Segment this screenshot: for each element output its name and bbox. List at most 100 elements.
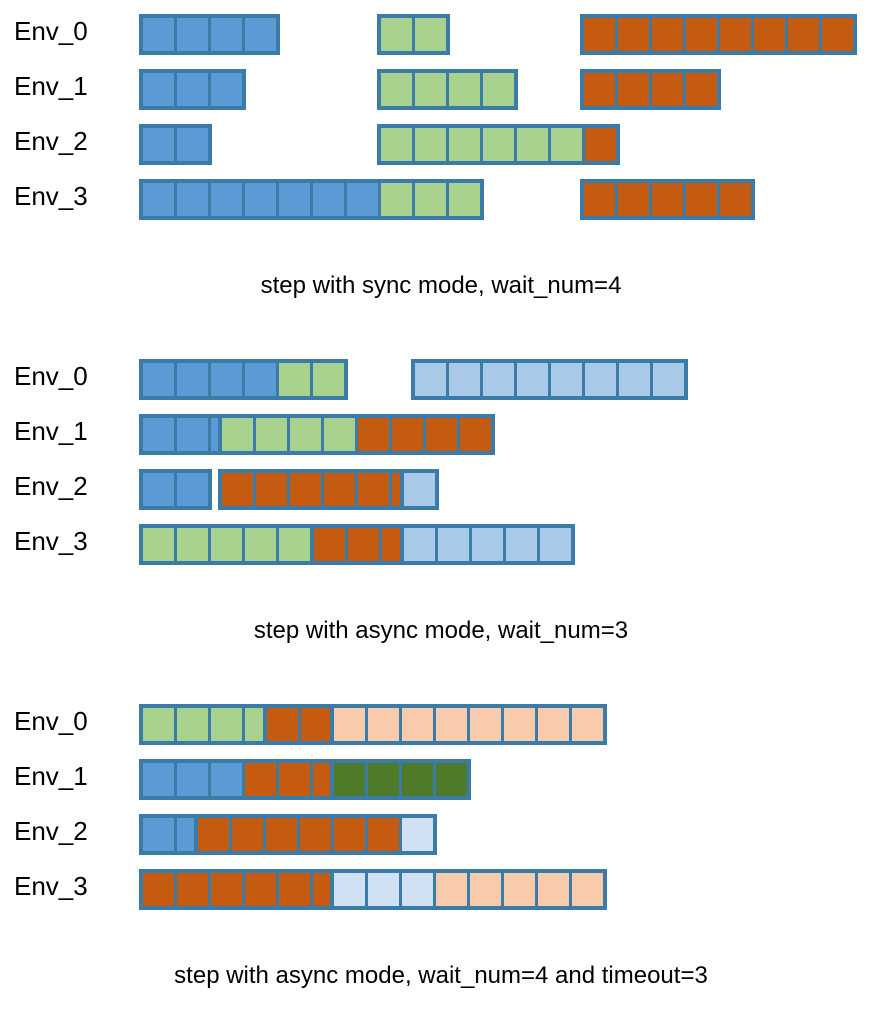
step-block-group xyxy=(194,814,437,855)
step-cell-orange xyxy=(279,763,310,796)
step-cell-blue xyxy=(143,73,174,106)
step-cell-blue xyxy=(211,18,242,51)
step-cell-orange xyxy=(652,73,683,106)
env-label: Env_1 xyxy=(14,71,88,101)
env-row: Env_3 xyxy=(0,863,882,910)
step-cell-dark-green xyxy=(368,763,399,796)
step-cell-orange xyxy=(822,18,853,51)
step-cell-orange xyxy=(211,873,242,906)
step-block-group xyxy=(377,124,620,165)
step-block-group xyxy=(139,469,212,510)
step-cell-green xyxy=(551,128,582,161)
step-cell-blue xyxy=(143,128,174,161)
env-row: Env_3 xyxy=(0,518,882,565)
step-cell-orange xyxy=(267,708,298,741)
step-cell-blue xyxy=(177,363,208,396)
step-cell-light-blue xyxy=(438,528,469,561)
step-cell-green xyxy=(313,363,344,396)
step-cell-blue xyxy=(245,18,276,51)
step-cell-orange xyxy=(245,873,276,906)
step-cell-green xyxy=(415,128,446,161)
step-cell-light-orange xyxy=(572,873,603,906)
env-row: Env_2 xyxy=(0,808,882,855)
step-cell-orange xyxy=(652,183,683,216)
step-cell-orange xyxy=(368,818,399,851)
step-cell-orange xyxy=(686,183,717,216)
step-cell-pale-blue xyxy=(368,873,399,906)
step-cell-orange xyxy=(143,873,174,906)
step-cell-blue xyxy=(347,183,378,216)
step-cell-dark-green xyxy=(436,763,467,796)
step-block-group xyxy=(139,704,280,745)
step-cell-green xyxy=(177,708,208,741)
step-block-group xyxy=(218,469,427,510)
step-cell-blue xyxy=(211,763,242,796)
step-cell-orange xyxy=(314,528,345,561)
step-cell-green xyxy=(415,18,446,51)
step-cell-blue xyxy=(143,418,174,451)
step-block-group xyxy=(400,524,575,565)
step-cell-light-orange xyxy=(504,708,535,741)
step-cell-light-orange xyxy=(572,708,603,741)
step-cell-light-blue xyxy=(540,528,571,561)
env-label: Env_2 xyxy=(14,816,88,846)
step-cell-green xyxy=(415,73,446,106)
env-label: Env_3 xyxy=(14,871,88,901)
step-cell-light-blue xyxy=(653,363,684,396)
step-cell-orange xyxy=(584,73,615,106)
step-block-group xyxy=(580,179,755,220)
step-block-group xyxy=(411,359,688,400)
step-cell-green xyxy=(290,418,321,451)
step-cell-orange xyxy=(618,73,649,106)
step-cell-orange xyxy=(618,18,649,51)
step-cell-orange xyxy=(266,818,297,851)
step-cell-blue xyxy=(143,183,174,216)
step-cell-orange xyxy=(245,763,276,796)
step-cell-light-orange xyxy=(402,708,433,741)
step-cell-orange xyxy=(301,708,332,741)
step-cell-orange xyxy=(256,473,287,506)
step-cell-pale-blue xyxy=(334,873,365,906)
step-block-group xyxy=(580,69,721,110)
step-block-group xyxy=(330,704,607,745)
step-cell-green xyxy=(449,183,480,216)
step-cell-green xyxy=(381,128,412,161)
step-block-group xyxy=(139,359,348,400)
step-cell-light-orange xyxy=(538,708,569,741)
env-label: Env_3 xyxy=(14,181,88,211)
step-cell-pale-blue xyxy=(402,818,433,851)
step-cell-light-orange xyxy=(470,873,501,906)
step-cell-green xyxy=(177,528,208,561)
step-cell-blue xyxy=(177,128,208,161)
step-cell-green xyxy=(449,73,480,106)
step-cell-orange xyxy=(686,18,717,51)
step-cell-light-orange xyxy=(368,708,399,741)
step-cell-green xyxy=(483,128,514,161)
env-label: Env_2 xyxy=(14,126,88,156)
step-cell-light-blue xyxy=(517,363,548,396)
step-cell-orange xyxy=(222,473,253,506)
step-cell-green xyxy=(324,418,355,451)
step-cell-green xyxy=(279,528,310,561)
step-cell-light-orange xyxy=(538,873,569,906)
step-cell-blue xyxy=(177,183,208,216)
step-block-group xyxy=(139,124,212,165)
step-cell-light-blue xyxy=(551,363,582,396)
step-cell-orange xyxy=(300,818,331,851)
env-row: Env_3 xyxy=(0,173,882,220)
env-label: Env_0 xyxy=(14,361,88,391)
step-cell-blue xyxy=(143,18,174,51)
step-cell-orange xyxy=(198,818,229,851)
step-cell-blue xyxy=(211,73,242,106)
step-cell-blue xyxy=(211,363,242,396)
step-cell-green xyxy=(245,528,276,561)
step-block-group xyxy=(330,869,607,910)
env-label: Env_3 xyxy=(14,526,88,556)
env-label: Env_1 xyxy=(14,761,88,791)
step-cell-orange xyxy=(358,418,389,451)
step-cell-light-orange xyxy=(334,708,365,741)
step-cell-orange xyxy=(584,183,615,216)
step-cell-light-blue xyxy=(585,363,616,396)
step-cell-light-orange xyxy=(436,708,467,741)
